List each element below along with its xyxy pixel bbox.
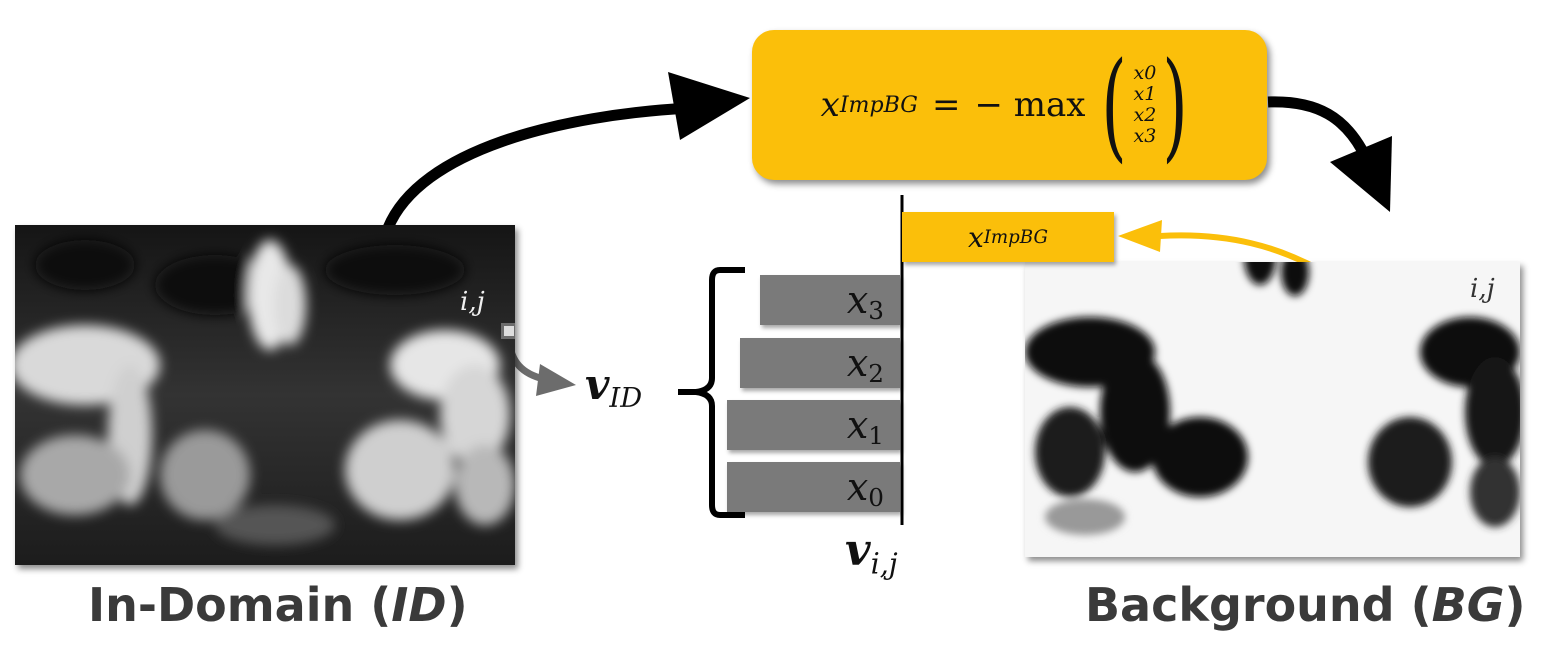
v-ij-sub: i,j [870, 546, 898, 581]
bar-x0-var: x [846, 465, 869, 509]
formula: x ImpBG = − max ( x0 x1 x2 x3 ) [821, 46, 1199, 164]
bar-x1-var: x [846, 403, 869, 447]
bar-x2-sub: 2 [868, 359, 884, 389]
arrow-to-background-head [1330, 136, 1392, 212]
impbg-var: x [967, 220, 984, 254]
background-image: i,j [1025, 262, 1520, 557]
arrow-to-formula [382, 102, 691, 231]
formula-equals: = [931, 85, 961, 125]
formula-box: x ImpBG = − max ( x0 x1 x2 x3 ) [752, 30, 1267, 180]
v-id-sub: ID [609, 383, 643, 415]
arrow-to-formula-head [668, 72, 750, 140]
formula-vector: x0 x1 x2 x3 [1133, 63, 1156, 147]
pixel-label-right: i,j [1470, 274, 1495, 304]
in-domain-heatmap [15, 225, 515, 565]
bar-x2: x2 [740, 338, 900, 388]
impbg-bar: x ImpBG [902, 212, 1114, 262]
bar-x3-sub: 3 [868, 296, 884, 326]
caption-background: Background (BG) [1085, 578, 1526, 632]
formula-vector-item: x0 [1133, 62, 1157, 85]
arrow-pixel-to-vid-head [536, 364, 576, 396]
background-heatmap [1025, 262, 1520, 557]
formula-lhs-sub: ImpBG [839, 92, 918, 118]
arrow-pixel-to-impbg-head [1118, 220, 1162, 252]
pixel-label-left: i,j [460, 287, 485, 317]
formula-operator: − max [974, 85, 1086, 125]
formula-left-paren: ( [1101, 36, 1128, 174]
v-id-label: vID [585, 360, 642, 414]
v-ij-label: vi,j [845, 525, 898, 581]
pixel-marker-left [501, 323, 515, 339]
arrow-to-background [1267, 96, 1367, 153]
in-domain-image: i,j [15, 225, 515, 565]
bar-x3-var: x [846, 278, 869, 322]
caption-background-suffix: ) [1504, 578, 1526, 632]
caption-background-prefix: Background ( [1085, 578, 1432, 632]
caption-in-domain-abbr: ID [391, 578, 447, 632]
caption-in-domain-prefix: In-Domain ( [88, 578, 392, 632]
bar-x1-sub: 1 [868, 421, 884, 451]
caption-background-abbr: BG [1431, 578, 1505, 632]
formula-lhs-var: x [820, 85, 840, 125]
formula-vector-item: x2 [1133, 104, 1157, 126]
bar-x2-var: x [846, 341, 869, 385]
bar-x3: x3 [760, 275, 900, 325]
impbg-sub: ImpBG [983, 226, 1049, 248]
v-ij-var: v [845, 525, 871, 576]
bar-x0-sub: 0 [868, 483, 884, 513]
formula-vector-item: x3 [1133, 124, 1157, 147]
formula-vector-item: x1 [1133, 83, 1157, 106]
formula-right-paren: ) [1162, 36, 1188, 174]
bar-x1: x1 [727, 400, 900, 450]
bar-x0: x0 [727, 462, 900, 512]
caption-in-domain: In-Domain (ID) [88, 578, 468, 632]
v-id-var: v [585, 360, 610, 409]
caption-in-domain-suffix: ) [446, 578, 468, 632]
